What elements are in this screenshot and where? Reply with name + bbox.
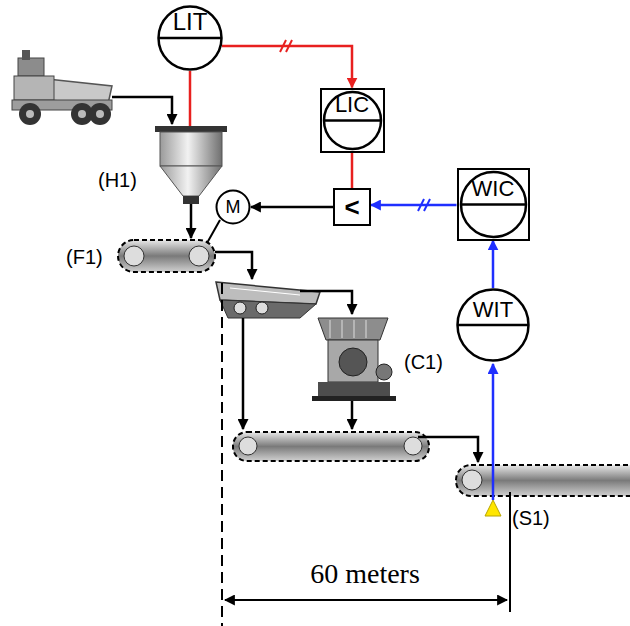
signal-connector: [351, 153, 354, 189]
instrument-tag: <: [333, 194, 371, 220]
vibrating-screen: [216, 282, 320, 318]
flow-arrow: [351, 401, 354, 429]
crusher: [376, 364, 392, 380]
level-sensing-line: [189, 71, 192, 126]
vibrating-screen: [256, 302, 268, 314]
signal-connector: [251, 206, 333, 209]
dump-truck: [12, 50, 112, 125]
vibrating-screen: [234, 302, 246, 314]
weight-indicator-controller: WIC: [457, 168, 530, 241]
crusher: [318, 318, 388, 340]
selector-square: [334, 189, 370, 225]
motor-shaft: [207, 220, 220, 243]
crusher: [318, 382, 390, 396]
dimension-label: 60 meters: [310, 560, 420, 588]
part-label: (H1): [98, 170, 137, 190]
dump-truck: [26, 110, 34, 118]
signal-connector: [492, 241, 495, 289]
crusher: [342, 320, 343, 338]
feeder-conveyor: [118, 240, 215, 272]
instrument-tag: LIC: [320, 94, 385, 116]
vibrating-screen: [230, 288, 300, 295]
flow-arrow: [242, 318, 245, 429]
vibrating-screen: [220, 300, 316, 318]
dump-truck: [78, 110, 86, 118]
hopper: [155, 126, 227, 132]
part-label: (C1): [404, 352, 443, 372]
reference-line: [221, 283, 223, 626]
dump-truck: [14, 76, 54, 100]
feed-arrow: [112, 97, 172, 124]
dump-truck: [19, 103, 41, 125]
part-label: (F1): [66, 247, 103, 267]
part-label: (S1): [512, 508, 550, 528]
instrument-divider: [324, 119, 381, 122]
instrument-divider: [159, 37, 222, 40]
weight-indicator-transmitter: WIT: [456, 288, 530, 362]
low-selector-box: <: [333, 188, 371, 226]
dimension-line: [225, 599, 507, 601]
dimension-tick: [509, 492, 511, 612]
level-indicator-transmitter: LIT: [157, 5, 223, 71]
crusher: [330, 320, 331, 338]
feeder-conveyor: [189, 246, 209, 266]
flow-arrow: [215, 252, 252, 279]
crusher: [354, 320, 355, 338]
crusher: [328, 340, 378, 382]
level-indicator-controller: LIC: [320, 88, 385, 153]
feeder-conveyor: [124, 246, 144, 266]
dump-truck: [18, 58, 44, 76]
transfer-conveyor: [404, 437, 422, 455]
hopper: [160, 166, 222, 196]
transfer-conveyor: [239, 437, 257, 455]
controller-square: [321, 89, 384, 152]
weight-sensing-line: [492, 364, 495, 500]
crusher: [339, 348, 367, 376]
product-conveyor: [456, 465, 630, 496]
instrument-tag: M: [215, 198, 251, 216]
crusher: [366, 320, 367, 338]
transfer-conveyor: [233, 432, 429, 461]
dump-truck: [96, 110, 104, 118]
dump-truck: [22, 50, 30, 60]
controller-square: [458, 169, 529, 240]
hopper: [183, 196, 199, 204]
crusher: [312, 318, 396, 401]
product-conveyor: [462, 470, 482, 490]
signal-connector: [222, 46, 352, 88]
motor-symbol: M: [215, 189, 251, 225]
instrument-divider: [458, 324, 529, 327]
flow-arrow: [418, 437, 478, 462]
flow-arrow: [300, 291, 352, 314]
feeder-conveyor: [118, 240, 215, 272]
product-conveyor: [456, 465, 630, 496]
crusher: [312, 396, 396, 401]
flow-arrow: [190, 204, 193, 238]
dump-truck: [89, 103, 111, 125]
instrument-divider: [461, 203, 526, 206]
hopper: [155, 126, 227, 204]
instrument-tag: LIT: [157, 10, 223, 34]
instrument-tag: WIT: [456, 299, 530, 321]
hopper: [160, 132, 222, 166]
instrument-tag: WIC: [457, 178, 530, 200]
signal-connector: [371, 204, 457, 207]
transfer-conveyor: [233, 432, 429, 461]
belt-scale: [485, 500, 501, 516]
